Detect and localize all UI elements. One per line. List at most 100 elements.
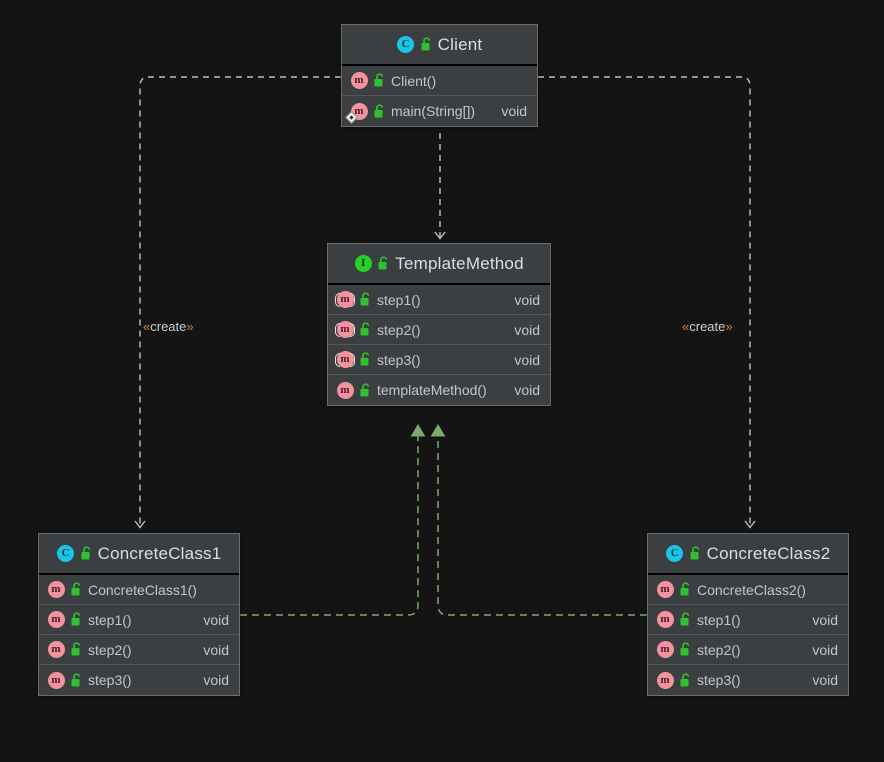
member-return-type: void [203, 611, 229, 628]
public-unlock-icon [679, 642, 692, 657]
method-icon: m [656, 641, 674, 659]
public-unlock-icon [359, 322, 372, 337]
public-unlock-icon [359, 352, 372, 367]
public-unlock-icon [373, 103, 386, 119]
method-icon-letter: m [47, 581, 65, 598]
uml-class-concreteclass2[interactable]: C ConcreteClass2 m [647, 533, 849, 696]
member-row-concreteclass1-step1[interactable]: m step1() void [39, 605, 239, 635]
member-row-concreteclass2-step1[interactable]: m step1() void [648, 605, 848, 635]
public-unlock-icon [689, 546, 702, 561]
public-unlock-icon [679, 612, 692, 627]
method-icon-letter: m [336, 381, 354, 399]
method-icon: m [656, 611, 674, 629]
uml-class-client[interactable]: C Client m Cl [341, 24, 538, 127]
method-icon: m [47, 581, 65, 599]
member-name: templateMethod() [377, 382, 487, 398]
method-icon: m [47, 641, 65, 659]
member-row-templatemethod-step3[interactable]: m step3() void [328, 345, 550, 375]
member-return-type: void [203, 641, 229, 658]
member-row-concreteclass1-step2[interactable]: m step2() void [39, 635, 239, 665]
interface-name-templatemethod: TemplateMethod [395, 253, 524, 273]
member-row-client-main[interactable]: m main(String[]) void [342, 96, 537, 126]
member-return-type: void [812, 641, 838, 658]
member-row-templatemethod-step1[interactable]: m step1() void [328, 285, 550, 315]
public-unlock-icon [373, 73, 386, 88]
class-name-concreteclass2: ConcreteClass2 [706, 543, 831, 563]
member-name: step2() [697, 641, 741, 658]
edge-concreteclass1-implements-templatemethod [240, 424, 426, 616]
member-row-templatemethod-step2[interactable]: m step2() void [328, 315, 550, 345]
class-header-client: C Client [342, 25, 537, 66]
interface-icon-letter: I [354, 255, 372, 272]
class-header-concreteclass1: C ConcreteClass1 [39, 534, 239, 575]
method-icon-letter: m [47, 641, 65, 658]
uml-interface-templatemethod[interactable]: I TemplateMethod m [327, 243, 551, 406]
member-return-type: void [514, 291, 540, 308]
method-icon: m [350, 72, 368, 90]
method-icon: m [656, 671, 674, 689]
public-unlock-icon [70, 582, 83, 597]
edge-concreteclass2-implements-templatemethod [430, 424, 647, 616]
member-return-type: void [501, 103, 527, 119]
member-list-concreteclass2: m ConcreteClass2() m [648, 575, 848, 695]
member-name: step2() [377, 321, 421, 338]
member-row-concreteclass2-constructor[interactable]: m ConcreteClass2() [648, 575, 848, 605]
member-name: main(String[]) [391, 103, 476, 119]
class-icon-letter: C [666, 545, 684, 562]
method-icon: m [656, 581, 674, 599]
member-return-type: void [514, 321, 540, 338]
member-return-type: void [812, 672, 838, 688]
create-word: create [689, 319, 726, 334]
member-row-concreteclass1-constructor[interactable]: m ConcreteClass1() [39, 575, 239, 605]
member-name: step1() [88, 611, 132, 628]
public-unlock-icon [679, 582, 692, 597]
member-name: step3() [697, 672, 741, 688]
member-name: step1() [377, 291, 421, 308]
member-name: step2() [88, 641, 132, 658]
member-return-type: void [514, 351, 540, 368]
member-row-concreteclass2-step3[interactable]: m step3() void [648, 665, 848, 695]
member-row-client-constructor[interactable]: m Client() [342, 66, 537, 96]
uml-class-concreteclass1[interactable]: C ConcreteClass1 m [38, 533, 240, 696]
create-word: create [150, 319, 187, 334]
member-row-concreteclass2-step2[interactable]: m step2() void [648, 635, 848, 665]
public-unlock-icon [377, 256, 390, 271]
member-list-client: m Client() m [342, 66, 537, 126]
member-return-type: void [203, 672, 229, 688]
edge-label-create-right: «create» [682, 319, 733, 334]
abstract-method-icon: m [336, 351, 354, 369]
member-row-templatemethod-templatemethod[interactable]: m templateMethod() void [328, 375, 550, 405]
method-icon-letter: m [656, 671, 674, 689]
member-row-concreteclass1-step3[interactable]: m step3() void [39, 665, 239, 695]
class-icon-letter: C [397, 36, 415, 53]
member-name: step3() [88, 672, 132, 688]
abstract-method-icon: m [336, 321, 354, 339]
class-name-client: Client [437, 34, 483, 54]
method-icon: m [47, 611, 65, 629]
method-icon-letter: m [47, 611, 65, 628]
abstract-method-icon: m [336, 291, 354, 309]
public-unlock-icon [679, 672, 692, 688]
class-icon-letter: C [57, 545, 75, 562]
class-header-concreteclass2: C ConcreteClass2 [648, 534, 848, 575]
member-return-type: void [514, 382, 540, 398]
method-icon: m [345, 102, 368, 124]
class-icon: C [666, 545, 684, 563]
member-name: ConcreteClass2() [697, 581, 806, 598]
public-unlock-icon [70, 642, 83, 657]
member-return-type: void [812, 611, 838, 628]
guillemet-close: » [725, 319, 733, 334]
edge-client-creates-concreteclass2 [538, 76, 756, 529]
member-list-templatemethod: m step1() void m [328, 285, 550, 405]
class-icon: C [397, 36, 415, 54]
public-unlock-icon [70, 612, 83, 627]
edge-client-creates-concreteclass1 [134, 76, 341, 529]
public-unlock-icon [359, 382, 372, 398]
class-name-concreteclass1: ConcreteClass1 [97, 543, 222, 563]
guillemet-close: » [186, 319, 194, 334]
method-icon-letter: m [656, 641, 674, 658]
class-header-templatemethod: I TemplateMethod [328, 244, 550, 285]
member-name: step3() [377, 351, 421, 368]
member-name: ConcreteClass1() [88, 581, 197, 598]
